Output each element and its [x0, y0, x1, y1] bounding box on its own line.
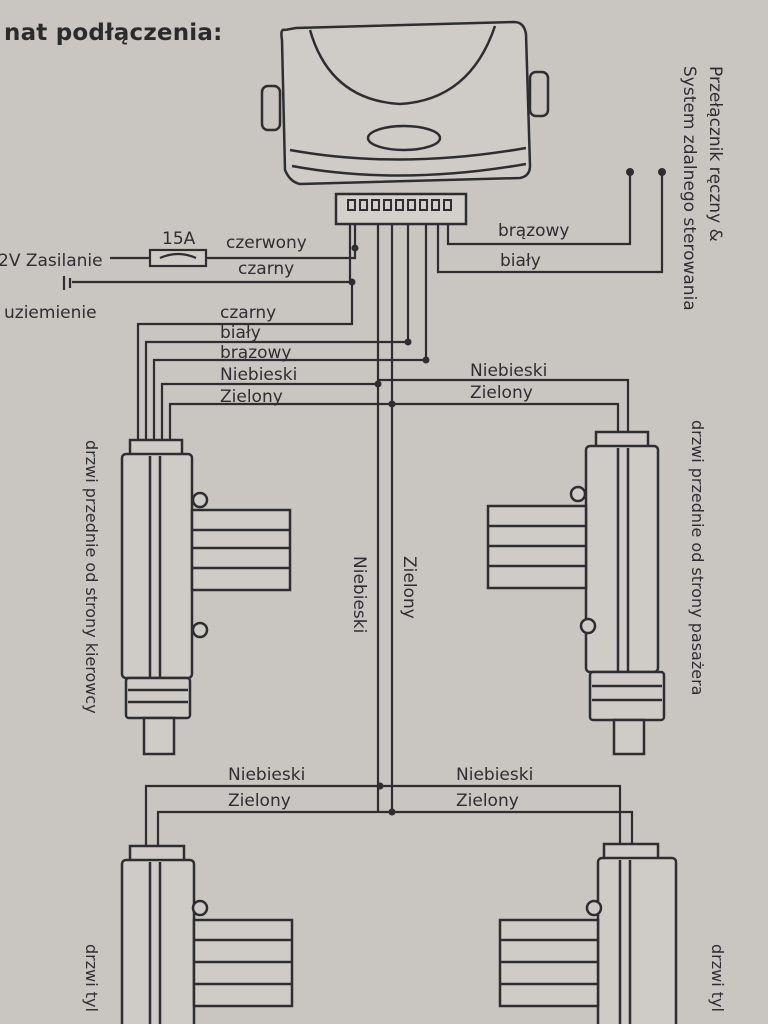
label-harness-brown: brązowy [220, 343, 292, 363]
label-trunk-blue: Niebieski [349, 556, 369, 633]
actuator-front-driver [120, 438, 292, 756]
label-black-wire: czarny [238, 259, 294, 279]
label-harness-green: Zielony [220, 387, 283, 407]
label-door-front-passenger: drzwi przednie od strony pasażera [688, 420, 707, 695]
connector-block [334, 192, 468, 226]
label-rear-right-blue: Niebieski [456, 765, 533, 785]
label-switch-line1: Przełącznik ręczny & [705, 66, 725, 242]
control-unit [260, 20, 550, 186]
label-harness-black: czarny [220, 303, 276, 323]
label-door-rear-right: drzwi tyl [708, 944, 727, 1012]
label-switch-line2: System zdalnego sterowania [679, 66, 699, 311]
fuse [148, 248, 208, 268]
label-trunk-green: Zielony [399, 556, 419, 619]
label-door-front-driver: drzwi przednie od strony kierowcy [82, 440, 101, 714]
actuator-rear-right [498, 842, 678, 1024]
label-white-wire-top: biały [500, 251, 541, 271]
label-red-wire: czerwony [226, 233, 307, 253]
junction-dots [348, 168, 666, 816]
ground-symbol [62, 276, 72, 290]
label-harness-white: biały [220, 323, 261, 343]
labels: 2V Zasilanie 15A uziemienie czerwony cza… [0, 66, 727, 1012]
diagram-heading: nat podłączenia: [4, 20, 223, 46]
label-supply: 2V Zasilanie [0, 251, 103, 271]
label-rear-left-blue: Niebieski [228, 765, 305, 785]
label-ground: uziemienie [4, 303, 97, 323]
label-passenger-green: Zielony [470, 383, 533, 403]
label-rear-right-green: Zielony [456, 791, 519, 811]
actuator-front-passenger [486, 430, 666, 756]
label-rear-left-green: Zielony [228, 791, 291, 811]
wires [72, 172, 664, 848]
label-harness-blue: Niebieski [220, 365, 297, 385]
label-fuse: 15A [162, 229, 196, 249]
actuator-rear-left [120, 844, 294, 1024]
label-passenger-blue: Niebieski [470, 361, 547, 381]
label-brown-wire-top: brązowy [498, 221, 570, 241]
label-door-rear-left: drzwi tyl [82, 944, 101, 1012]
